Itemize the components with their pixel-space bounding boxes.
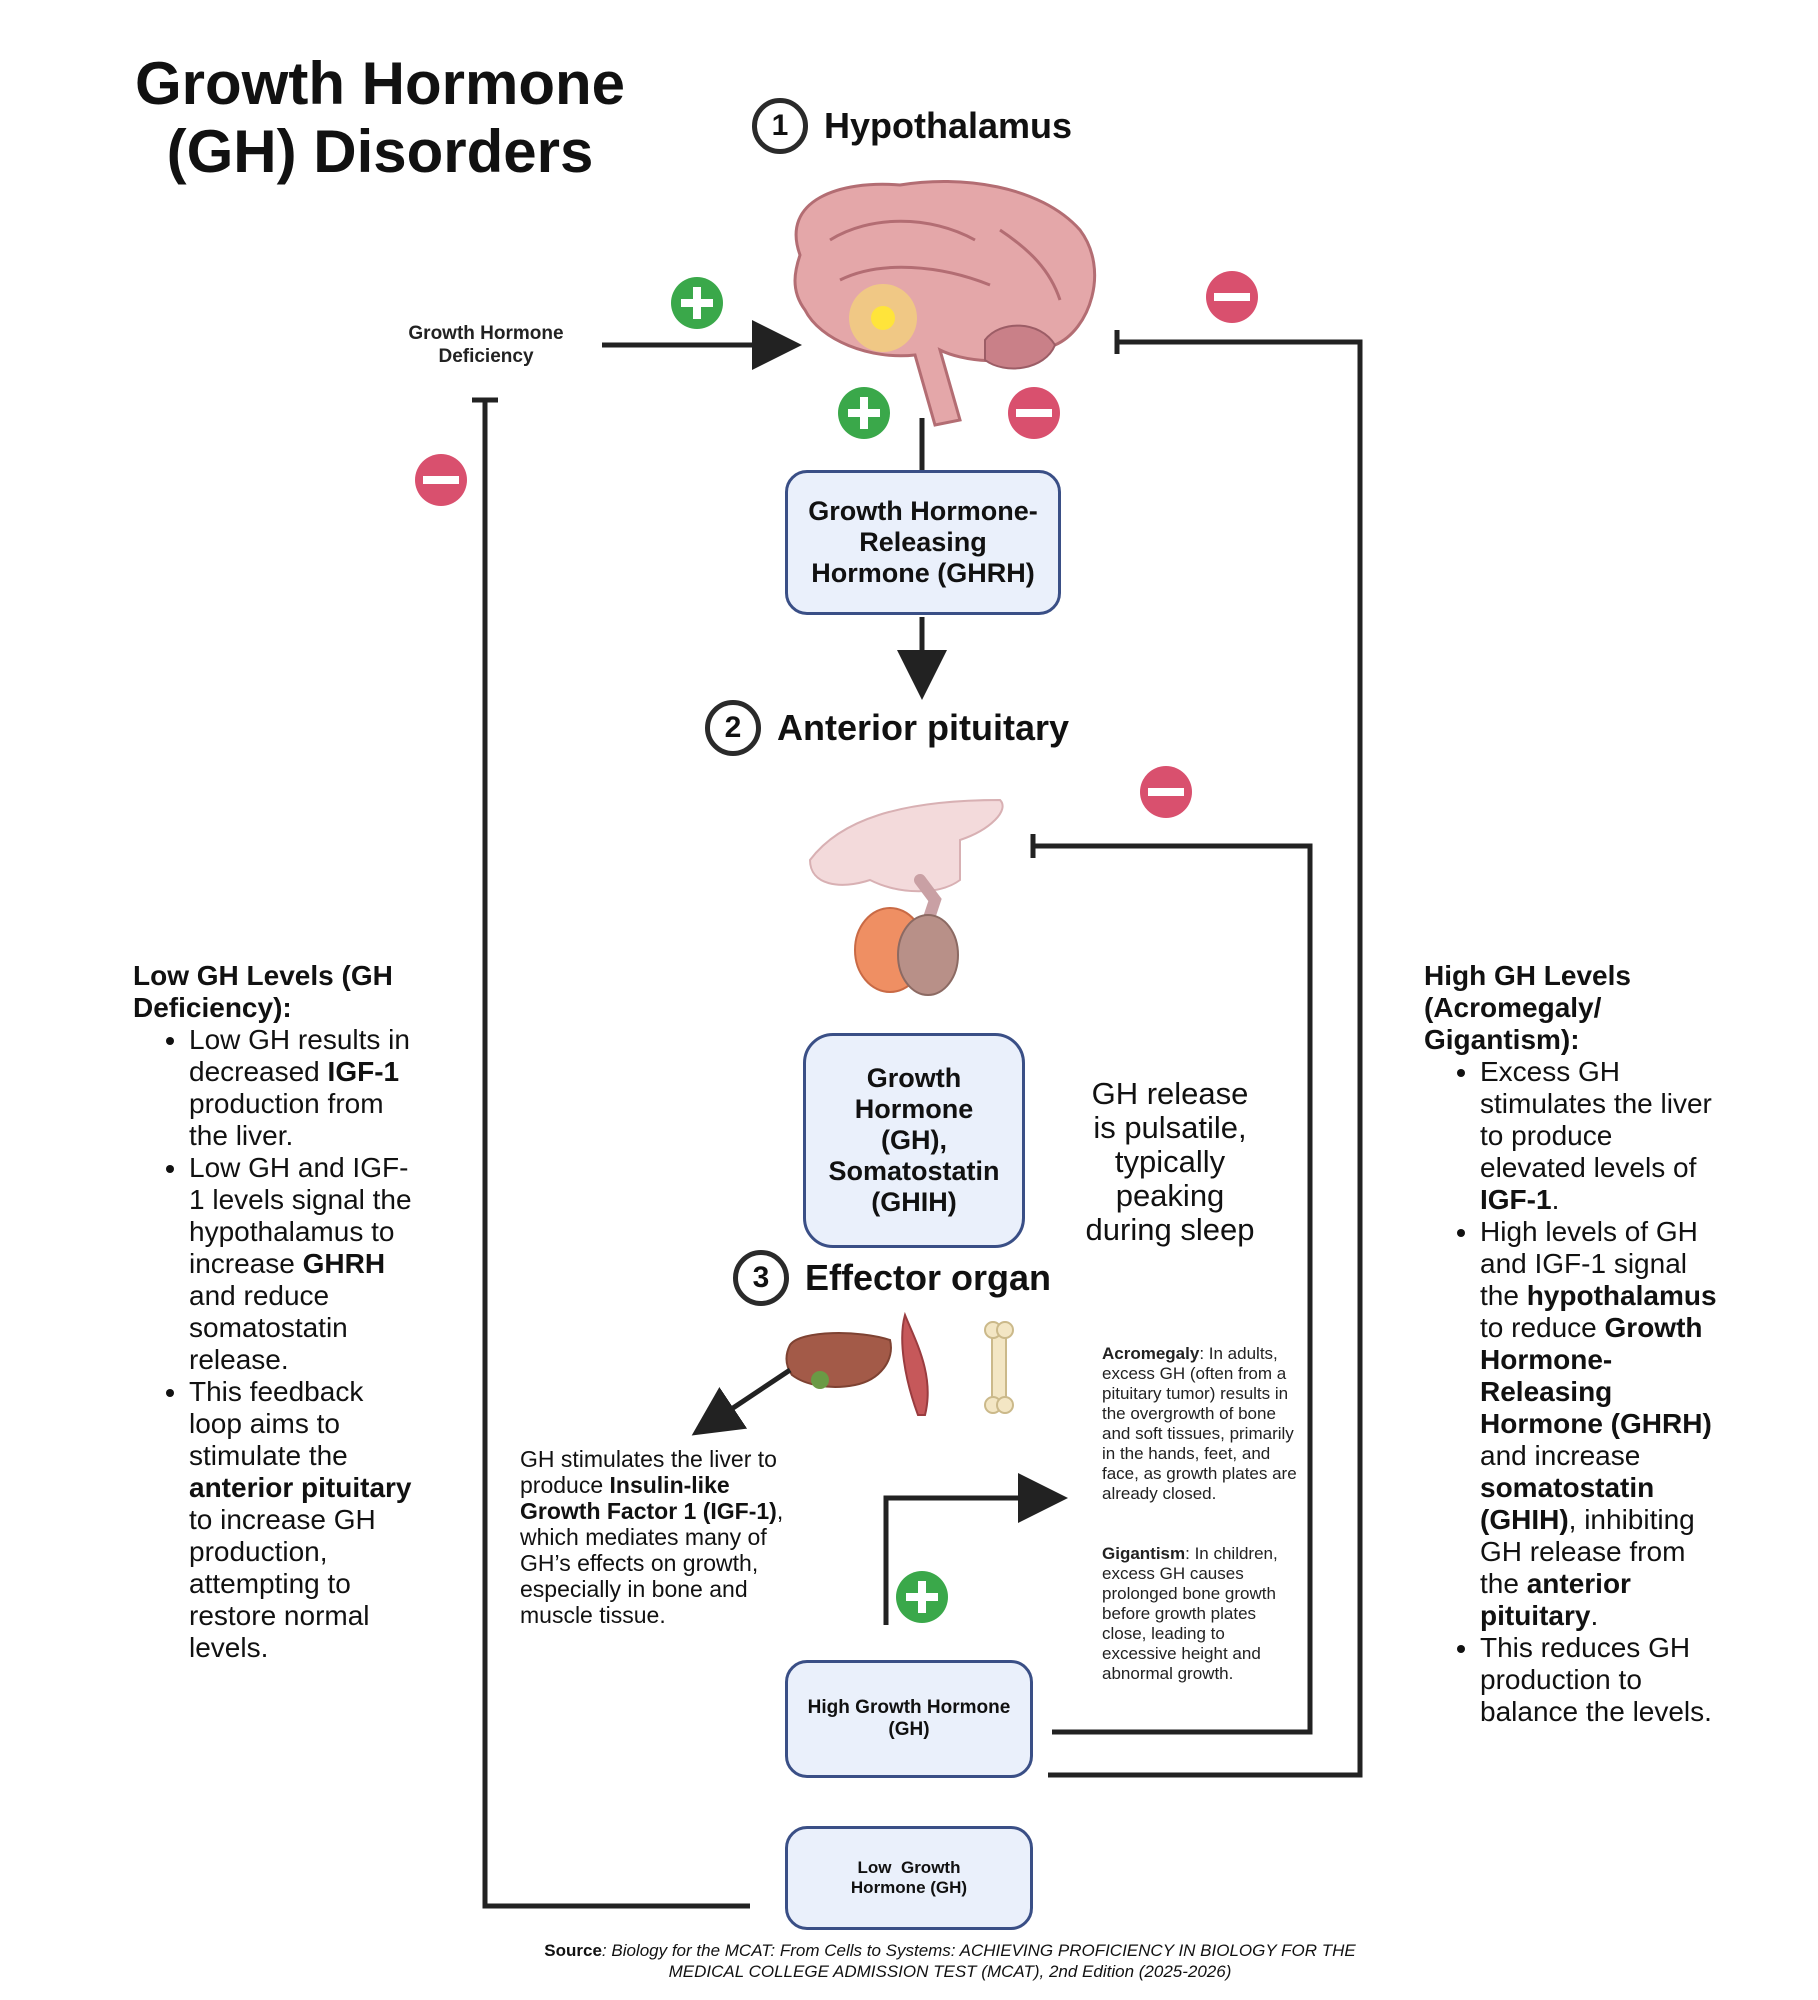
liver-icon: [785, 1332, 892, 1389]
ghd-label: Growth Hormone Deficiency: [408, 323, 564, 367]
high-gh-bullet: High levels of GH and IGF-1 signal the h…: [1480, 1216, 1724, 1632]
plus-icon: [838, 387, 890, 439]
high-gh-bullet: Excess GH stimulates the liver to produc…: [1480, 1056, 1724, 1216]
ghrh-box-label: Growth Hormone-Releasing Hormone (GHRH): [808, 496, 1038, 588]
minus-icon: [1008, 387, 1060, 439]
minus-icon: [1140, 766, 1192, 818]
igf-description: GH stimulates the liver to produce Insul…: [520, 1446, 784, 1628]
ghrh-box: Growth Hormone-Releasing Hormone (GHRH): [785, 470, 1061, 615]
stage-label: Effector organ: [805, 1257, 1052, 1298]
gh-somatostatin-box: Growth Hormone (GH), Somatostatin (GHIH): [803, 1033, 1025, 1248]
low-gh-bullet: This feedback loop aims to stimulate the…: [189, 1376, 418, 1664]
high-gh-box: High Growth Hormone (GH): [785, 1660, 1033, 1778]
gh-box-label: Growth Hormone (GH), Somatostatin (GHIH): [828, 1063, 1000, 1217]
connectors: [472, 320, 1363, 1909]
high-gh-panel: High GH Levels (Acromegaly/ Gigantism): …: [1424, 960, 1724, 1728]
low-gh-heading: Low GH Levels (GH Deficiency): [133, 960, 393, 1023]
minus-icon: [415, 454, 467, 506]
stage-effector-organ: 3 Effector organ: [733, 1250, 1051, 1306]
plus-icon: [896, 1571, 948, 1623]
acromegaly-note: Acromegaly: In adults, excess GH (often …: [1102, 1344, 1297, 1503]
stage-label: Hypothalamus: [824, 105, 1073, 146]
source-citation: Source: Biology for the MCAT: From Cells…: [544, 1941, 1356, 1981]
low-gh-label: Low Growth Hormone (GH): [850, 1858, 968, 1897]
brain-icon: [793, 180, 1097, 427]
pulsatile-note: GH release is pulsatile, typically peaki…: [1085, 1076, 1255, 1247]
stage-label: Anterior pituitary: [777, 707, 1070, 748]
minus-icon: [1206, 271, 1258, 323]
stage-number: 2: [705, 700, 761, 756]
stage-hypothalamus: 1 Hypothalamus: [752, 98, 1072, 154]
low-gh-panel: Low GH Levels (GH Deficiency): Low GH re…: [133, 960, 418, 1664]
high-gh-heading: High GH Levels (Acromegaly/ Gigantism): [1424, 960, 1631, 1055]
bone-icon: [984, 1321, 1014, 1414]
high-gh-bullet: This reduces GH production to balance th…: [1480, 1632, 1724, 1728]
muscle-icon: [901, 1311, 929, 1416]
low-gh-bullet: Low GH and IGF-1 levels signal the hypot…: [189, 1152, 418, 1376]
low-gh-box: Low Growth Hormone (GH): [785, 1826, 1033, 1930]
stage-number: 1: [752, 98, 808, 154]
pituitary-icon: [808, 798, 1004, 996]
plus-icon: [671, 277, 723, 329]
low-gh-bullet: Low GH results in decreased IGF-1 produc…: [189, 1024, 418, 1152]
gigantism-note: Gigantism: In children, excess GH causes…: [1102, 1544, 1278, 1683]
high-gh-label: High Growth Hormone (GH): [807, 1697, 1011, 1740]
stage-anterior-pituitary: 2 Anterior pituitary: [705, 700, 1069, 756]
page-title: Growth Hormone (GH) Disorders: [135, 50, 625, 185]
stage-number: 3: [733, 1250, 789, 1306]
